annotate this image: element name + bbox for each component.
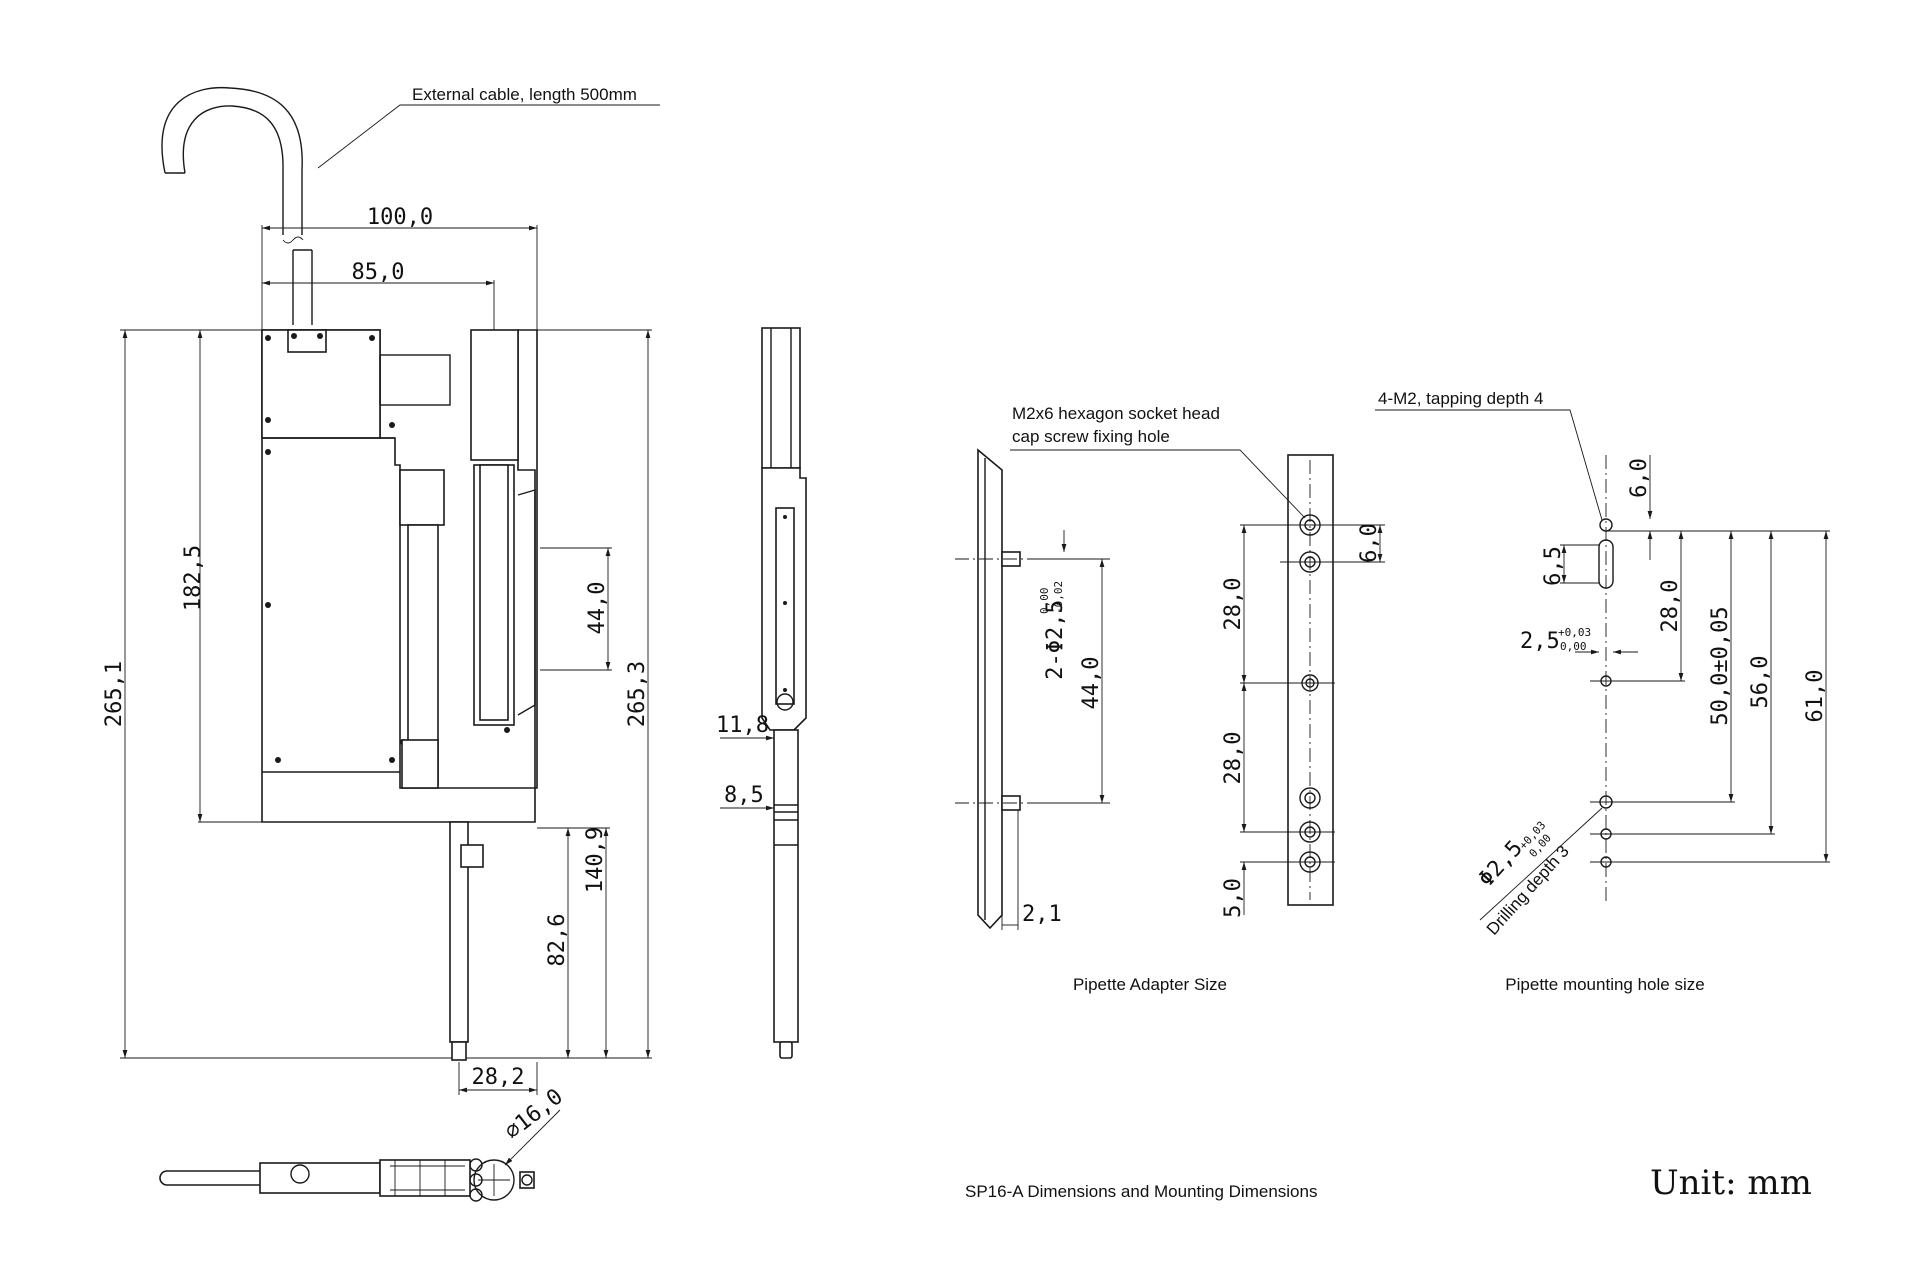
upper-column xyxy=(470,329,519,461)
dim-44: 44,0 xyxy=(585,582,610,635)
dim-140-9: 140,9 xyxy=(583,827,608,893)
mount-dim-6: 6,0 xyxy=(1627,458,1652,498)
side-shaft xyxy=(773,729,799,1043)
plan-block xyxy=(259,1162,381,1194)
dim-82-6: 82,6 xyxy=(545,914,570,967)
screw-leader xyxy=(1010,449,1306,519)
adapter-caption: Pipette Adapter Size xyxy=(1073,975,1227,994)
mounting-caption: Pipette mounting hole size xyxy=(1505,975,1704,994)
unit-label: Unit: mm xyxy=(1650,1163,1812,1203)
tapping-note: 4-M2, tapping depth 4 xyxy=(1378,389,1543,408)
cable-leader xyxy=(317,104,660,169)
drilling-leader xyxy=(1479,807,1603,921)
mount-dim-50: 50,0±0,05 xyxy=(1708,606,1733,725)
adapter-offset-6: 6,0 xyxy=(1357,523,1382,563)
side-top xyxy=(761,327,801,469)
dim-28-2: 28,2 xyxy=(472,1065,525,1090)
dim-8-5: 8,5 xyxy=(724,783,764,808)
adapter-hole-tol-lower: -0,02 xyxy=(1052,581,1065,614)
side-window xyxy=(775,507,795,705)
shaft-knob xyxy=(460,844,484,868)
adapter-thickness: 2,1 xyxy=(1022,902,1062,927)
side-connector xyxy=(379,354,451,406)
dim-265-3: 265,3 xyxy=(625,661,650,727)
dim-100: 100,0 xyxy=(367,205,433,230)
slide-foot xyxy=(401,739,439,789)
mount-dim-6-5: 6,5 xyxy=(1541,546,1566,586)
cable-clamp xyxy=(287,329,327,353)
adapter-plate xyxy=(977,448,1003,930)
cable-inner xyxy=(182,105,284,235)
adapter-side-view xyxy=(955,448,1110,930)
adapter-hole-tol-upper: 0,00 xyxy=(1038,588,1051,615)
screw-note-2: cap screw fixing hole xyxy=(1012,427,1170,446)
shaft-circle xyxy=(473,1159,515,1201)
mount-slot-tol-upper: +0,03 xyxy=(1558,626,1591,639)
cable-outer xyxy=(161,86,303,235)
adapter-pitch-44: 44,0 xyxy=(1079,657,1104,710)
cable-break xyxy=(282,236,304,244)
adapter-edge-5: 5,0 xyxy=(1221,878,1246,918)
shaft-tip xyxy=(451,1041,467,1061)
right-guide xyxy=(517,489,536,716)
bottom-view xyxy=(159,1109,561,1202)
tapping-leader xyxy=(1375,409,1603,521)
drawing-title: SP16-A Dimensions and Mounting Dimension… xyxy=(965,1182,1317,1201)
dim-265-1: 265,1 xyxy=(102,661,127,727)
plan-slide xyxy=(379,1159,471,1197)
adapter-pitch-28-a: 28,0 xyxy=(1221,578,1246,631)
mount-dim-61: 61,0 xyxy=(1803,670,1828,723)
side-view xyxy=(720,327,807,1059)
mount-dim-56: 56,0 xyxy=(1748,656,1773,709)
front-view xyxy=(120,86,660,1095)
mount-slot xyxy=(1598,539,1614,589)
adapter-hole-dia: 2-Φ2,5 xyxy=(1043,600,1068,679)
adapter-pitch-28-b: 28,0 xyxy=(1221,732,1246,785)
adapter-front-view xyxy=(1010,449,1385,915)
mounting-pattern xyxy=(1375,409,1830,921)
mount-slot-tol-lower: 0,00 xyxy=(1560,640,1587,653)
mount-dim-28: 28,0 xyxy=(1658,580,1683,633)
slide-rail-inner xyxy=(479,464,509,721)
cable-note: External cable, length 500mm xyxy=(412,85,637,104)
dim-85: 85,0 xyxy=(352,260,405,285)
dim-182-5: 182,5 xyxy=(181,545,206,611)
dim-11-8: 11,8 xyxy=(716,713,769,738)
side-tip xyxy=(779,1041,793,1059)
slide-head xyxy=(399,469,445,526)
screw-note-1: M2x6 hexagon socket head xyxy=(1012,404,1220,423)
mount-slot-width: 2,5 xyxy=(1520,629,1560,654)
